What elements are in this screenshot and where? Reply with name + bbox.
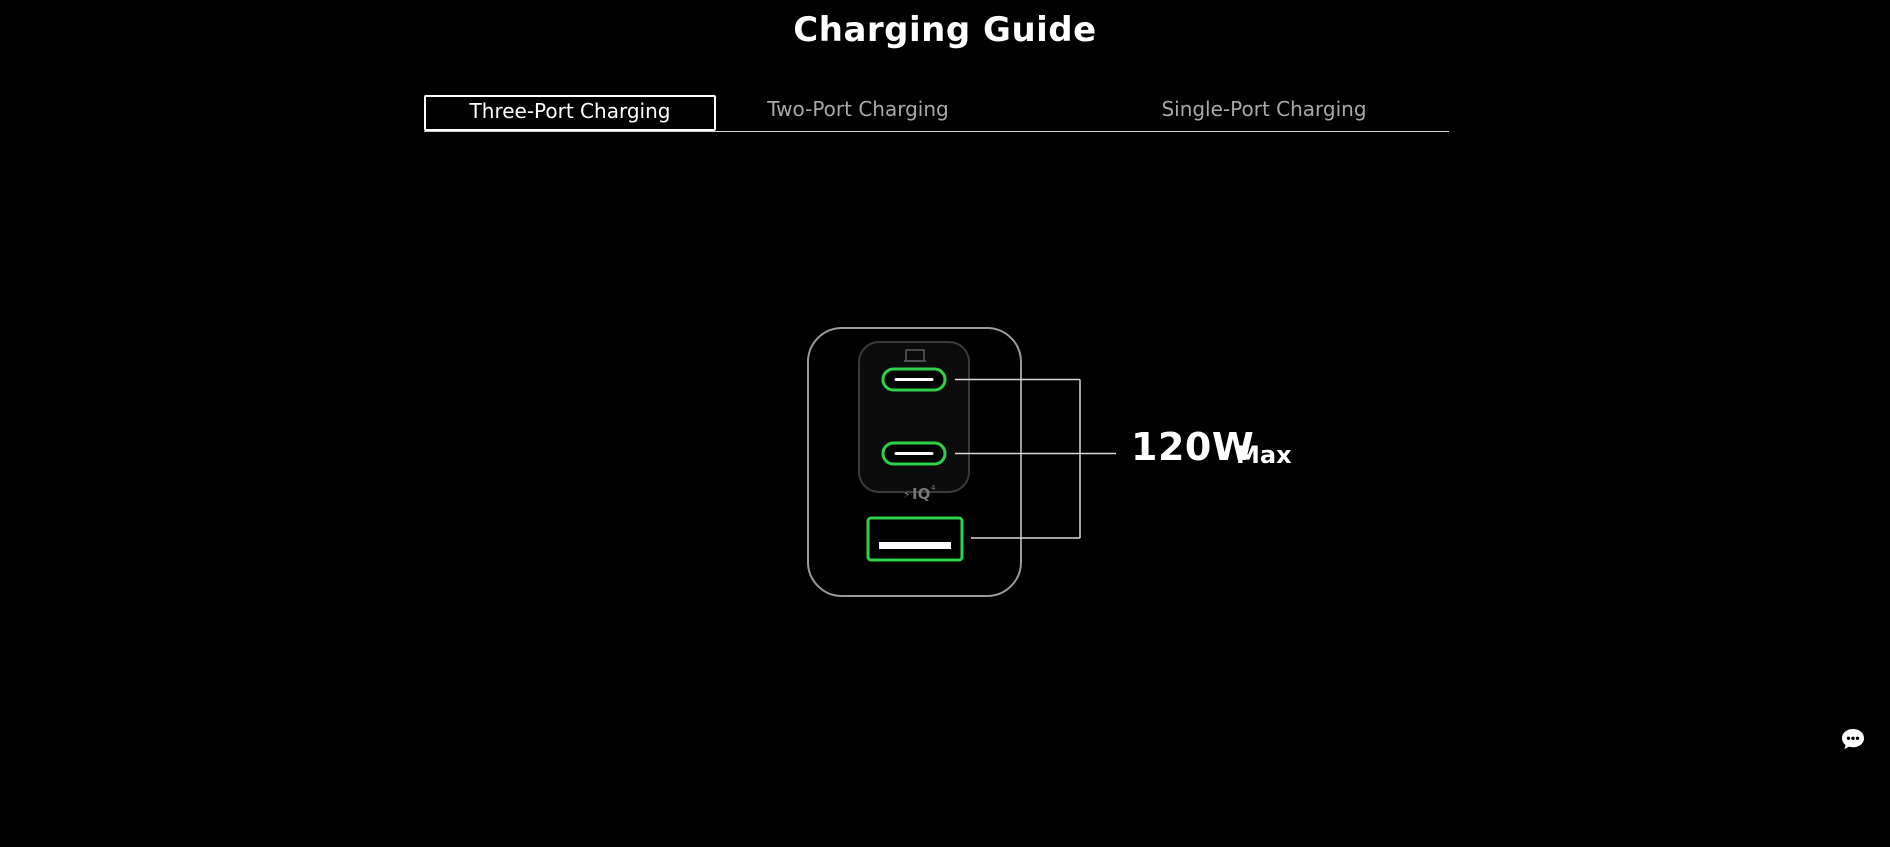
iq-brand-mark: IQ [912,485,930,503]
chat-bubble-icon [1842,729,1864,749]
charging-mode-tabs: Three-Port Charging Two-Port Charging Si… [424,95,1449,132]
charger-diagram: ⚡ IQ 4 [807,327,1116,597]
usb-c-panel [858,341,970,493]
tab-three-port[interactable]: Three-Port Charging [424,95,716,131]
tab-two-port[interactable]: Two-Port Charging [767,97,949,121]
chat-button[interactable] [1840,726,1866,752]
max-power-value: 120W [1131,425,1255,469]
max-power-unit: Max [1236,441,1292,469]
charger-illustration: ⚡ IQ 4 [800,320,1310,610]
svg-text:4: 4 [931,484,936,492]
svg-text:⚡: ⚡ [903,488,911,501]
usb-a-port [866,516,964,562]
page-title: Charging Guide [793,10,1097,50]
tab-single-port[interactable]: Single-Port Charging [1161,97,1367,121]
